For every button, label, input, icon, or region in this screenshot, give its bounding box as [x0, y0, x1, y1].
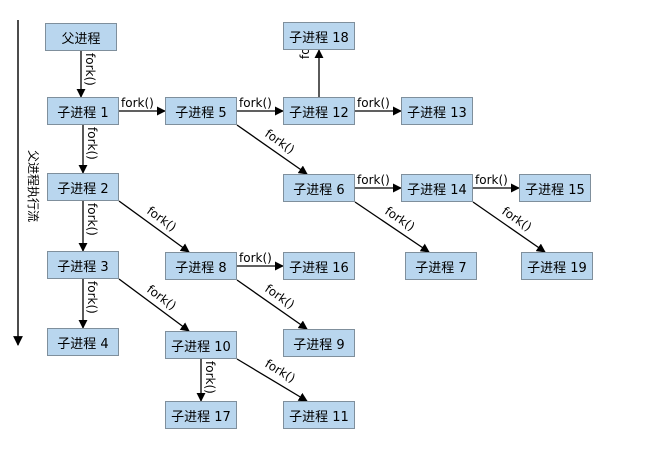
fork-arrow-c10-to-c11	[236, 358, 308, 402]
process-node-label: 子进程 7	[415, 260, 467, 276]
process-node-c2: 子进程 2	[47, 173, 119, 201]
process-node-label: 子进程 11	[289, 409, 349, 425]
process-node-c10: 子进程 10	[165, 331, 237, 359]
fork-label-c8-to-c9: fork()	[262, 281, 297, 311]
fork-arrow-c6-to-c7	[354, 201, 430, 253]
process-node-c18: 子进程 18	[283, 22, 355, 50]
fork-arrow-c2-to-c8	[118, 200, 190, 253]
process-node-label: 子进程 9	[293, 337, 345, 353]
fork-label-c6-to-c7: fork()	[382, 204, 417, 234]
process-node-parent: 父进程	[45, 23, 117, 51]
fork-label-parent-to-c1: fork()	[83, 53, 97, 86]
fork-label-c1-to-c2: fork()	[85, 127, 99, 160]
process-node-c16: 子进程 16	[283, 252, 355, 280]
process-node-c6: 子进程 6	[283, 174, 355, 202]
fork-label-c6-to-c14: fork()	[357, 173, 390, 187]
process-node-label: 子进程 15	[525, 182, 585, 198]
process-node-label: 子进程 1	[57, 105, 109, 121]
process-node-label: 子进程 12	[289, 105, 349, 121]
process-node-label: 子进程 5	[175, 105, 227, 121]
process-node-label: 子进程 19	[527, 260, 587, 276]
fork-label-c1-to-c5: fork()	[121, 96, 154, 110]
fork-label-c5-to-c12: fork()	[239, 96, 272, 110]
process-node-label: 子进程 2	[57, 181, 109, 197]
fork-label-c14-to-c19: fork()	[499, 204, 534, 234]
fork-label-c2-to-c8: fork()	[144, 204, 179, 235]
fork-label-c8-to-c16: fork()	[239, 251, 272, 265]
fork-label-c10-to-c11: fork()	[262, 357, 297, 386]
process-node-label: 子进程 10	[171, 339, 231, 355]
fork-arrow-c14-to-c19	[472, 201, 546, 253]
process-node-c19: 子进程 19	[521, 252, 593, 280]
process-node-label: 子进程 3	[57, 259, 109, 275]
process-node-c14: 子进程 14	[401, 174, 473, 202]
fork-label-c2-to-c3: fork()	[85, 203, 99, 236]
process-node-c8: 子进程 8	[165, 252, 237, 280]
process-node-c15: 子进程 15	[519, 174, 591, 202]
fork-label-c14-to-c15: fork()	[475, 173, 508, 187]
process-node-c1: 子进程 1	[47, 97, 119, 125]
process-node-c5: 子进程 5	[165, 97, 237, 125]
fork-label-c12-to-c13: fork()	[357, 96, 390, 110]
process-node-label: 子进程 16	[289, 260, 349, 276]
fork-label-c5-to-c6: fork()	[262, 126, 297, 156]
process-node-c13: 子进程 13	[401, 97, 473, 125]
process-node-label: 子进程 17	[171, 409, 231, 425]
fork-arrow-c3-to-c10	[118, 278, 190, 332]
process-node-c7: 子进程 7	[405, 252, 477, 280]
fork-label-c10-to-c17: fork()	[203, 361, 217, 394]
process-node-c3: 子进程 3	[47, 251, 119, 279]
fork-label-c3-to-c4: fork()	[85, 281, 99, 314]
process-node-label: 子进程 14	[407, 182, 467, 198]
process-node-c12: 子进程 12	[283, 97, 355, 125]
process-node-c9: 子进程 9	[283, 329, 355, 357]
process-node-label: 子进程 13	[407, 105, 467, 121]
process-node-label: 子进程 18	[289, 30, 349, 46]
process-node-c17: 子进程 17	[165, 401, 237, 429]
execution-flow-axis-label: 父进程执行流	[26, 150, 41, 222]
fork-label-c3-to-c10: fork()	[144, 282, 179, 313]
process-node-label: 子进程 6	[293, 182, 345, 198]
process-node-label: 子进程 8	[175, 260, 227, 276]
process-node-label: 子进程 4	[57, 336, 109, 352]
process-node-c11: 子进程 11	[283, 401, 355, 429]
process-node-label: 父进程	[61, 31, 101, 47]
fork-arrow-c8-to-c9	[236, 279, 308, 330]
fork-arrow-c5-to-c6	[236, 124, 308, 175]
process-node-c4: 子进程 4	[47, 328, 119, 356]
